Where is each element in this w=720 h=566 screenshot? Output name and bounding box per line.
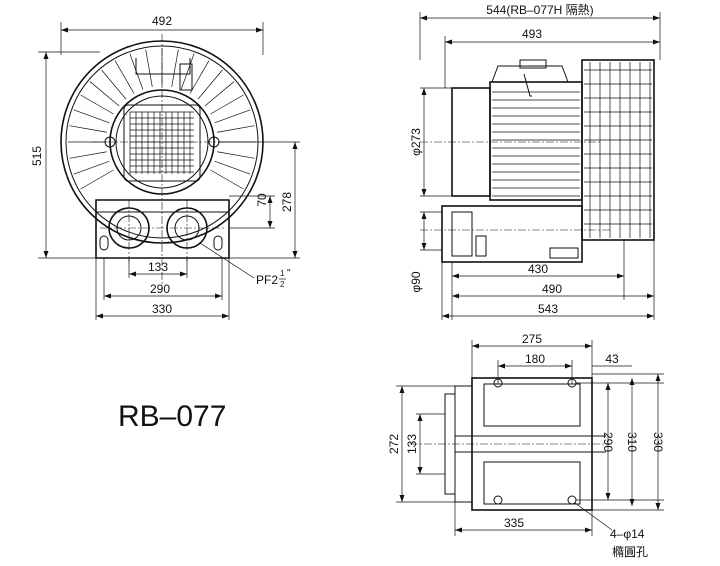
dim-330: 330 [152, 302, 172, 316]
dim-phi90: φ90 [409, 271, 423, 292]
dim-492: 492 [152, 14, 172, 28]
port-fraction-quote: " [287, 268, 291, 279]
dim-phi273: φ273 [409, 128, 423, 156]
dim-290: 290 [150, 282, 170, 296]
holes-spec: 4–φ14 [610, 527, 645, 541]
dim-275: 275 [522, 332, 542, 346]
dim-330-base: 330 [651, 432, 665, 452]
dim-310: 310 [625, 432, 639, 452]
dim-515: 515 [30, 146, 44, 166]
dim-133-base: 133 [405, 434, 419, 454]
side-view: 544(RB–077H 隔熱) 493 φ273 φ90 [409, 3, 661, 320]
dim-490: 490 [542, 282, 562, 296]
base-view: 275 180 43 272 133 290 [387, 332, 665, 559]
dim-544: 544(RB–077H 隔熱) [486, 3, 593, 17]
motor-fins [492, 91, 580, 197]
dim-278: 278 [280, 192, 294, 212]
dim-543: 543 [538, 302, 558, 316]
port-label: PF2 [256, 273, 278, 287]
dim-335: 335 [504, 516, 524, 530]
dim-272: 272 [387, 434, 401, 454]
front-view: 492 515 [30, 14, 300, 320]
blower-fins [584, 62, 652, 238]
holes-note: 橢圓孔 [612, 544, 648, 559]
dim-290-base: 290 [601, 432, 615, 452]
dim-133: 133 [148, 260, 168, 274]
dim-493: 493 [522, 27, 542, 41]
dim-43: 43 [605, 352, 619, 366]
cooling-fins [68, 48, 256, 190]
model-title: RB–077 [118, 400, 226, 433]
port-fraction-den: 2 [280, 280, 285, 289]
dim-70: 70 [255, 193, 269, 207]
dim-180: 180 [525, 352, 545, 366]
dim-430: 430 [528, 262, 548, 276]
port-fraction-num: 1 [280, 269, 285, 278]
